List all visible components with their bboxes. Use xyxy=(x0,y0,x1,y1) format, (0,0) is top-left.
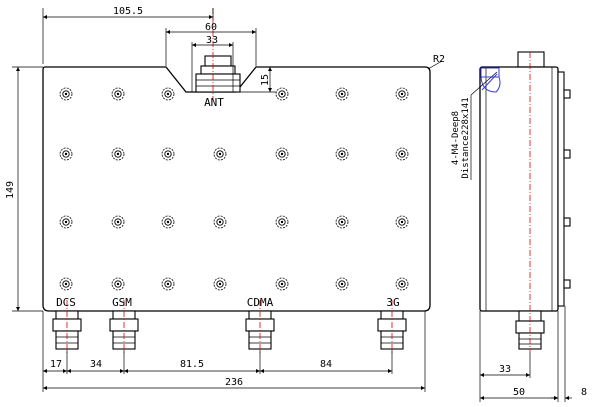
side-stud xyxy=(563,89,571,99)
screw xyxy=(111,277,125,291)
screw xyxy=(161,215,175,229)
port-connector xyxy=(377,300,407,355)
dim-149: 149 xyxy=(5,181,16,199)
dim-236: 236 xyxy=(225,377,243,388)
dcs-label: DCS xyxy=(56,296,76,309)
bottom-connectors xyxy=(52,300,407,355)
dim-side-33: 33 xyxy=(499,364,511,375)
screw xyxy=(59,87,73,101)
dim-34: 34 xyxy=(90,359,102,370)
screw xyxy=(111,87,125,101)
screw xyxy=(335,277,349,291)
ant-connector xyxy=(195,55,241,93)
screw xyxy=(395,147,409,161)
screw xyxy=(395,277,409,291)
screw xyxy=(59,147,73,161)
screw xyxy=(59,277,73,291)
dim-side-50: 50 xyxy=(513,387,525,398)
screw xyxy=(335,87,349,101)
dim-84: 84 xyxy=(320,359,332,370)
screw xyxy=(275,147,289,161)
dim-105-5: 105.5 xyxy=(113,6,143,17)
screw xyxy=(161,87,175,101)
screw xyxy=(111,147,125,161)
dim-r2: R2 xyxy=(433,54,445,65)
screw xyxy=(59,215,73,229)
screw xyxy=(275,87,289,101)
screw xyxy=(395,215,409,229)
note-line-2: Distance228x141 xyxy=(461,97,471,178)
side-view xyxy=(479,51,571,352)
dim-side-8: 8 xyxy=(581,387,587,398)
dim-81-5: 81.5 xyxy=(180,359,204,370)
side-stud xyxy=(563,279,571,289)
screw xyxy=(213,215,227,229)
screw xyxy=(335,215,349,229)
screw xyxy=(213,147,227,161)
side-stud xyxy=(563,149,571,159)
ant-label: ANT xyxy=(204,96,224,109)
dim-33-ant: 33 xyxy=(206,35,218,46)
dim-15: 15 xyxy=(260,74,271,86)
screw xyxy=(275,277,289,291)
port-connector xyxy=(52,300,82,355)
side-stud xyxy=(563,217,571,227)
screw xyxy=(161,147,175,161)
cdma-label: CDMA xyxy=(247,296,274,309)
port-connector xyxy=(245,300,275,355)
port-connector xyxy=(109,300,139,355)
3g-label: 3G xyxy=(386,296,399,309)
front-view-body xyxy=(42,66,431,312)
note-line-1: 4-M4-Deep8 xyxy=(451,111,461,165)
screw xyxy=(213,277,227,291)
screw-grid xyxy=(59,87,409,291)
dim-60: 60 xyxy=(205,22,217,33)
screw xyxy=(335,147,349,161)
screw xyxy=(111,215,125,229)
gsm-label: GSM xyxy=(112,296,132,309)
screw xyxy=(395,87,409,101)
screw xyxy=(275,215,289,229)
screw xyxy=(161,277,175,291)
dim-17: 17 xyxy=(50,359,62,370)
